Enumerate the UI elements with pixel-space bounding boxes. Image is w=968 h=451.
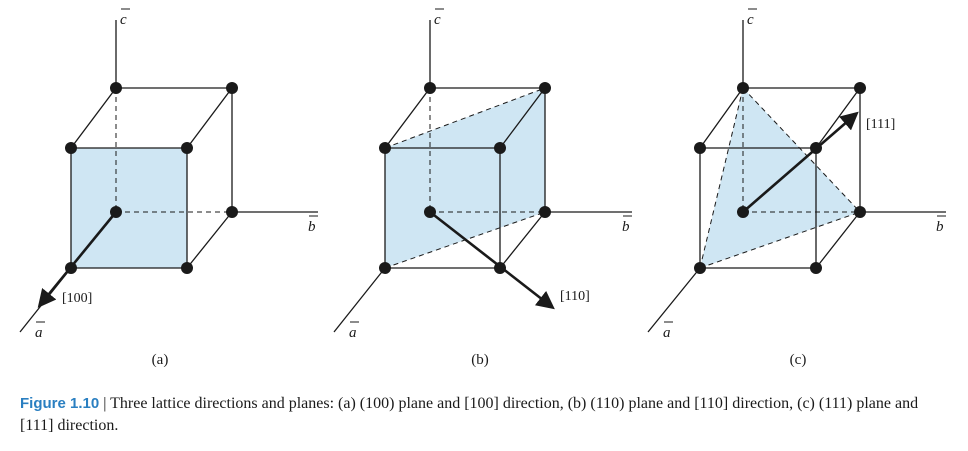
cube-edges xyxy=(384,87,546,269)
plane-edge xyxy=(699,211,861,269)
axis-a-line xyxy=(647,267,701,333)
direction-label-111: [111] xyxy=(866,117,895,132)
panel-a: c b a [100] (a) xyxy=(19,8,318,368)
axis-c-label: c xyxy=(434,12,441,28)
axis-c-label: c xyxy=(120,12,127,28)
figure-caption: Figure 1.10 | Three lattice directions a… xyxy=(20,393,920,437)
direction-arrow-100 xyxy=(37,211,118,308)
axis-a-label: a xyxy=(663,325,671,341)
axis-a-label: a xyxy=(349,325,357,341)
axis-a-line xyxy=(333,267,386,333)
panel-label-c: (c) xyxy=(790,352,807,368)
panel-label-b: (b) xyxy=(471,352,489,368)
panel-c: c b a [111] (c) xyxy=(647,8,946,368)
plane-110 xyxy=(385,88,545,268)
direction-arrow-110 xyxy=(429,210,555,310)
direction-label-100: [100] xyxy=(62,291,92,306)
plane-111 xyxy=(700,88,860,268)
plane-edge xyxy=(699,87,744,269)
lattice-points xyxy=(694,82,866,274)
lattice-points xyxy=(65,82,238,274)
lattice-figure: c b a [100] (a) xyxy=(19,8,946,368)
cube-edges xyxy=(699,87,861,269)
direction-arrow-111 xyxy=(742,111,859,213)
cube-edges xyxy=(70,87,233,269)
plane-edge xyxy=(384,87,546,149)
panel-label-a: (a) xyxy=(152,352,169,368)
plane-edge xyxy=(742,87,861,213)
axis-a-label: a xyxy=(35,325,43,341)
axis-b-label: b xyxy=(308,219,316,235)
axis-b-label: b xyxy=(936,219,944,235)
panel-b: c b a [110] (b) xyxy=(333,8,632,368)
axis-b-label: b xyxy=(622,219,630,235)
plane-100 xyxy=(71,148,187,268)
axis-c-label: c xyxy=(747,12,754,28)
lattice-points xyxy=(379,82,551,274)
caption-separator: | xyxy=(99,395,111,412)
figure-number: Figure 1.10 xyxy=(20,395,100,412)
direction-label-110: [110] xyxy=(560,289,590,304)
caption-text: Three lattice directions and planes: (a)… xyxy=(20,395,919,434)
